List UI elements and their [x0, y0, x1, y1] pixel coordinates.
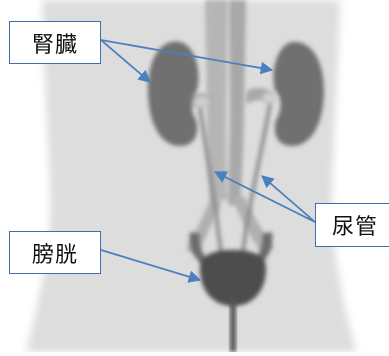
renal-pelvis-right — [262, 92, 278, 104]
renal-pelvis-left — [194, 96, 210, 108]
ureter-label: 尿管 — [315, 203, 389, 247]
bladder-label: 膀胱 — [9, 231, 101, 274]
urethra — [230, 300, 236, 352]
kidney-label: 腎臓 — [9, 21, 101, 64]
